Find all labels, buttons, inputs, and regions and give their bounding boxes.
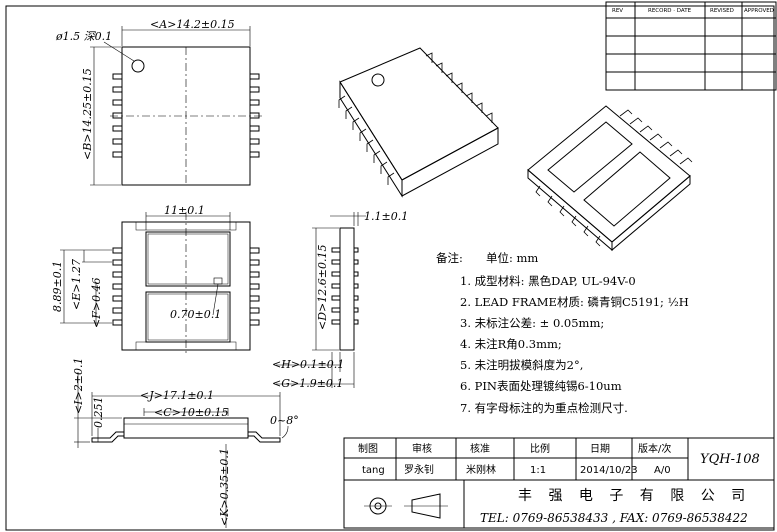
bottom-view-right-pins [249, 247, 260, 326]
e-label: <E>1.27 [70, 259, 83, 310]
iso-leadframe-view [527, 105, 693, 252]
note-2: 2. LEAD FRAME材质: 磷青铜C5191; ½H [460, 295, 689, 309]
left-lead [91, 431, 124, 443]
note-1: 1. 成型材料: 黑色DAP, UL-94V-0 [460, 274, 636, 288]
note-3: 3. 未标注公差: ± 0.05mm; [460, 316, 604, 330]
notes-block: 备注: 单位: mm 1. 成型材料: 黑色DAP, UL-94V-0 2. L… [436, 251, 689, 415]
sheet-border [5, 5, 775, 531]
dim-h-label: <H>0.1±0.1 [272, 358, 344, 371]
dim-j-label: <J>17.1±0.1 [140, 389, 214, 402]
hole-label: ø1.5 深0.1 [55, 30, 112, 43]
approver-header: 核准 [470, 442, 490, 455]
drafter-header: 制图 [358, 442, 378, 455]
drafter-value: tang [362, 465, 385, 476]
notes-title: 备注: [436, 251, 463, 265]
bottom-view-left-pins [112, 247, 123, 326]
approver-value: 米刚林 [466, 463, 496, 476]
version-value: A/0 [654, 465, 671, 476]
version-header: 版本/次 [638, 442, 671, 455]
projection-symbol-icon [364, 493, 448, 519]
date-value: 2014/10/23 [580, 465, 638, 476]
record-date-header: RECORD · DATE [648, 8, 692, 14]
lead-width-label: 1.1±0.1 [364, 210, 408, 223]
note-5: 5. 未注明拔模斜度为2°, [460, 358, 583, 372]
rev-header: REV [612, 8, 623, 14]
note-6: 6. PIN表面处理镀纯锡6-10um [460, 379, 622, 393]
pin1-marker [131, 59, 145, 73]
dim-b-label: <B>14.25±0.15 [81, 68, 94, 160]
dim-k-label: <K>0.35±0.1 [218, 448, 231, 526]
approved-header: APPROVED [744, 8, 774, 14]
title-block: 制图 审核 核准 比例 日期 版本/次 tang 罗永钊 米刚林 1:1 201… [343, 437, 775, 529]
top-view-left-pins [112, 73, 123, 158]
scale-header: 比例 [530, 442, 550, 455]
thickness-label: 0.70±0.1 [170, 308, 221, 321]
front-view: <J>17.1±0.1 <C>10±0.15 <I>2±0.1 0.251 0~… [72, 358, 299, 528]
top-view-right-pins [249, 73, 260, 158]
bottom-view: 11±0.1 8.89±0.1 <E>1.27 <F>0.46 0.70±0.1 [51, 204, 260, 354]
company-contact: TEL: 0769-86538433 , FAX: 0769-86538422 [480, 511, 748, 525]
dim-d-label: <D>12.6±0.15 [316, 245, 329, 330]
dim-c-label: <C>10±0.15 [154, 406, 229, 419]
dim-g-label: <G>1.9±0.1 [272, 377, 343, 390]
bottom-width-label: 11±0.1 [164, 204, 205, 217]
date-header: 日期 [590, 443, 610, 455]
top-view: <A>14.2±0.15 ø1.5 深0.1 <B>14.25±0.15 [55, 18, 262, 186]
scale-value: 1:1 [530, 465, 546, 476]
right-lead [248, 431, 281, 443]
iso-package-view [338, 47, 499, 198]
dim-i-label: <I>2±0.1 [72, 358, 85, 415]
revised-header: REVISED [710, 8, 734, 14]
company-name: 丰 强 电 子 有 限 公 司 [518, 488, 751, 504]
note-7: 7. 有字母标注的为重点检测尺寸. [460, 401, 628, 415]
side-view: 1.1±0.1 <D>12.6±0.15 <H>0.1±0.1 <G>1.9±0… [272, 210, 408, 390]
angle-label: 0~8° [270, 414, 299, 427]
notes-unit: 单位: mm [486, 251, 538, 265]
f-label: <F>0.46 [90, 277, 103, 328]
side-view-pins [331, 247, 359, 325]
part-number: YQH-108 [700, 452, 760, 467]
note-4: 4. 未注R角0.3mm; [460, 337, 562, 351]
standoff-label: 0.251 [92, 397, 105, 429]
dim-a-label: <A>14.2±0.15 [150, 18, 235, 31]
pitch-label: 8.89±0.1 [51, 261, 64, 312]
checker-value: 罗永钊 [404, 463, 434, 476]
checker-header: 审核 [412, 442, 432, 455]
revision-table: REV RECORD · DATE REVISED APPROVED [605, 1, 777, 91]
